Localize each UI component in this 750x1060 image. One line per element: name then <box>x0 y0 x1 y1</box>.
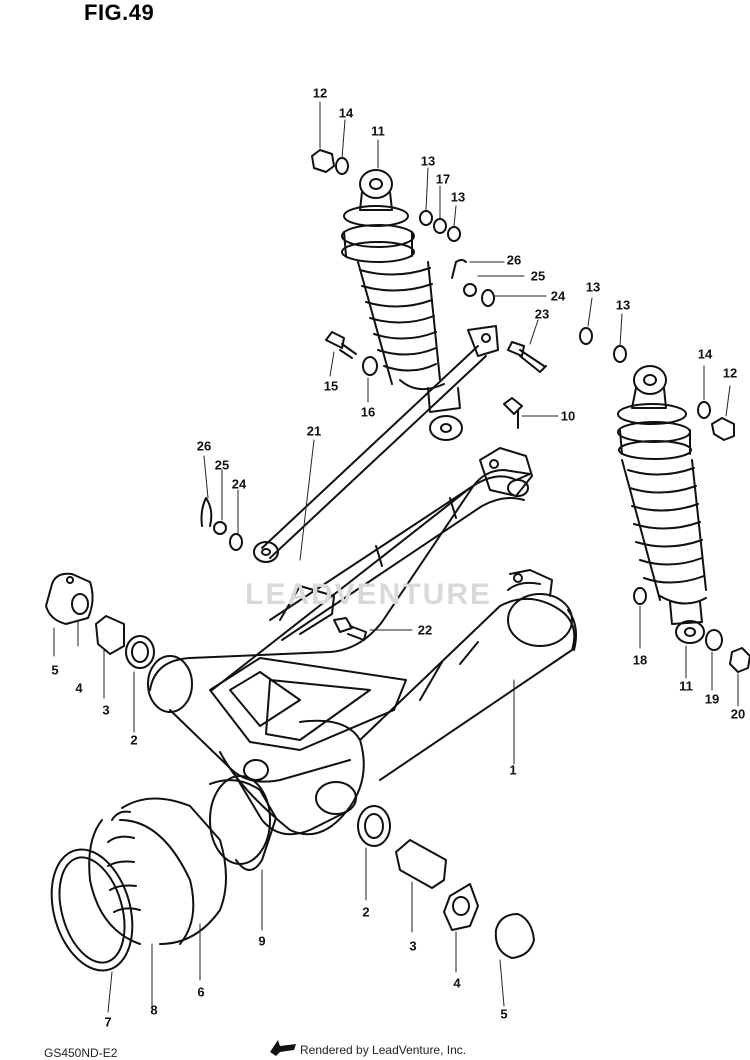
callout-15: 15 <box>323 378 339 394</box>
leadventure-watermark: LEADVENTURE <box>245 578 493 611</box>
callout-3: 3 <box>102 702 110 718</box>
callout-4: 4 <box>453 975 461 991</box>
callout-3: 3 <box>409 938 417 954</box>
callout-13: 13 <box>615 297 631 313</box>
callout-24: 24 <box>231 476 247 492</box>
swingarm <box>147 447 577 836</box>
callout-9: 9 <box>258 933 266 949</box>
callout-17: 17 <box>435 171 451 187</box>
callout-11: 11 <box>679 678 693 694</box>
callout-24: 24 <box>550 288 566 304</box>
fwd-arrow-icon <box>270 1040 296 1056</box>
model-code: GS450ND-E2 <box>44 1046 118 1060</box>
callout-13: 13 <box>420 153 436 169</box>
callout-14: 14 <box>338 105 354 121</box>
torque-link-rod <box>253 325 499 563</box>
callout-8: 8 <box>150 1002 158 1018</box>
callout-16: 16 <box>360 404 376 420</box>
callout-11: 11 <box>371 123 385 139</box>
figure-title: FIG.49 <box>84 0 155 25</box>
left-shock-absorber <box>341 169 463 441</box>
right-pivot-parts-lower <box>357 805 535 959</box>
right-shock-absorber <box>617 365 707 644</box>
fwd-label: FWD <box>280 1036 299 1045</box>
callout-10: 10 <box>560 408 576 424</box>
callout-7: 7 <box>104 1014 112 1030</box>
render-credit: Rendered by LeadVenture, Inc. <box>300 1043 467 1057</box>
callout-6: 6 <box>197 984 205 1000</box>
callout-19: 19 <box>704 691 720 707</box>
callout-12: 12 <box>312 85 328 101</box>
callout-1: 1 <box>509 762 517 778</box>
callout-13: 13 <box>450 189 466 205</box>
callout-5: 5 <box>51 662 59 678</box>
callout-26: 26 <box>196 438 212 454</box>
callout-2: 2 <box>362 904 370 920</box>
left-pivot-parts-upper <box>45 572 155 669</box>
callout-4: 4 <box>75 680 83 696</box>
callout-25: 25 <box>530 268 546 284</box>
drive-boot-assembly <box>50 775 277 972</box>
callout-21: 21 <box>306 423 322 439</box>
callout-5: 5 <box>500 1006 508 1022</box>
callout-22: 22 <box>417 622 433 638</box>
callout-20: 20 <box>730 706 746 722</box>
small-hardware <box>200 149 750 673</box>
callout-13: 13 <box>585 279 601 295</box>
callout-25: 25 <box>214 457 230 473</box>
callout-12: 12 <box>722 365 738 381</box>
leader-lines <box>53 101 739 1013</box>
callout-18: 18 <box>632 652 648 668</box>
callout-23: 23 <box>534 306 550 322</box>
callout-2: 2 <box>130 732 138 748</box>
callout-26: 26 <box>506 252 522 268</box>
callout-14: 14 <box>697 346 713 362</box>
